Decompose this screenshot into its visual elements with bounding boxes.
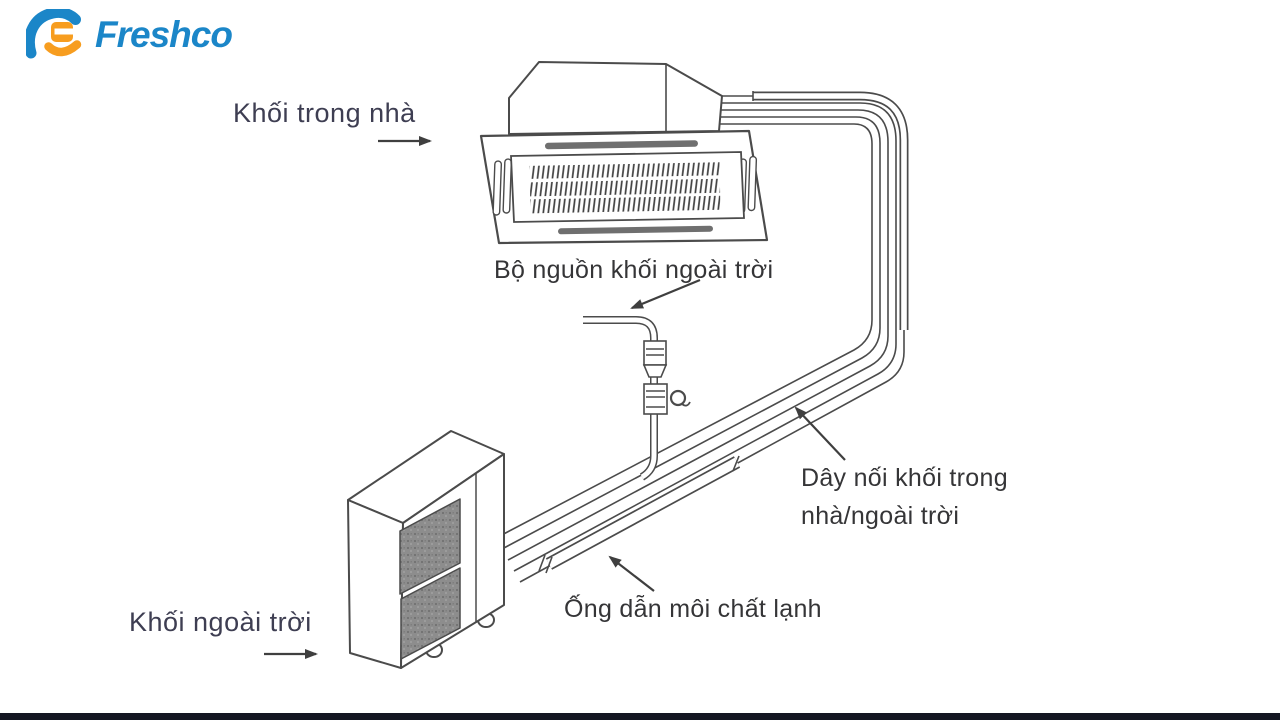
indoor-unit	[479, 61, 769, 245]
valve-connector-upper	[642, 340, 668, 378]
power-supply-arrow-icon	[630, 278, 701, 310]
brand-name: Freshco	[95, 13, 233, 55]
power-supply-line	[583, 316, 691, 481]
pipe-bundle	[495, 91, 909, 583]
outdoor-grille-upper	[399, 498, 461, 595]
panel-grille-fins	[529, 162, 721, 214]
annotation-arrows	[264, 136, 846, 659]
brand-logo: Freshco	[26, 9, 233, 65]
label-connecting-wire: Dây nối khối trong nhà/ngoài trời	[801, 459, 1008, 535]
connecting-wire-arrow-icon	[794, 406, 846, 461]
insulated-tube-top	[752, 91, 909, 330]
label-connecting-wire-line2: nhà/ngoài trời	[801, 502, 960, 530]
valve-connector-lower	[643, 383, 691, 415]
label-connecting-wire-line1: Dây nối khối trong	[801, 464, 1008, 492]
panel-top-vent	[545, 140, 698, 150]
label-outdoor-unit: Khối ngoài trời	[129, 607, 312, 637]
footer-bar	[0, 713, 1280, 720]
outdoor-grille-lower	[400, 567, 461, 660]
hook-ring	[669, 389, 687, 407]
refrigerant-pipe-arrow-icon	[608, 555, 655, 592]
freshco-logo-icon	[26, 9, 82, 59]
label-power-supply: Bộ nguồn khối ngoài trời	[494, 256, 774, 284]
indoor-unit-housing	[508, 61, 723, 135]
insulated-tube-diagonal	[538, 455, 741, 574]
label-indoor-unit: Khối trong nhà	[233, 98, 416, 128]
panel-bottom-vent	[558, 225, 713, 235]
outdoor-unit-side	[347, 499, 404, 669]
label-refrigerant-pipe: Ống dẫn môi chất lạnh	[564, 595, 822, 623]
outdoor-unit	[347, 430, 505, 669]
